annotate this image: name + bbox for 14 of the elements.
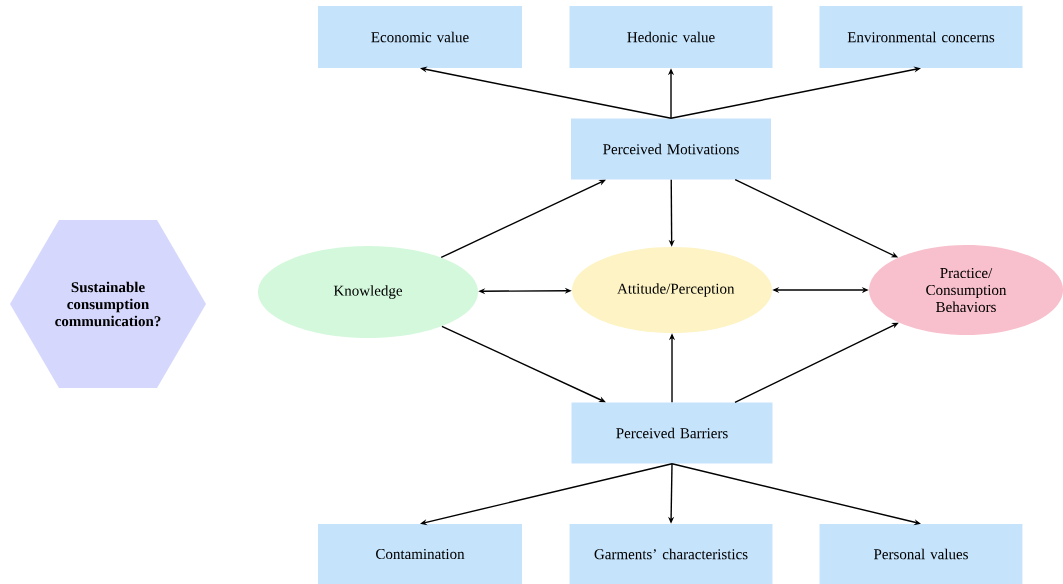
- concept-box: Contamination: [318, 524, 522, 584]
- concept-box: Hedonic value: [569, 6, 773, 68]
- arrow: [670, 66, 921, 119]
- arrow: [734, 322, 899, 403]
- arrow: [420, 463, 673, 526]
- question-hexagon: Sustainable consumption communication?: [10, 220, 206, 388]
- concept-box: Perceived Barriers: [571, 402, 773, 464]
- concept-box: Personal values: [819, 524, 1023, 584]
- arrow: [440, 179, 606, 259]
- concept-box: Garments’ characteristics: [569, 524, 773, 584]
- concept-box: Economic value: [318, 6, 522, 68]
- concept-box: Perceived Motivations: [571, 118, 771, 180]
- concept-box: Environmental concerns: [819, 6, 1023, 68]
- arrow: [441, 325, 606, 403]
